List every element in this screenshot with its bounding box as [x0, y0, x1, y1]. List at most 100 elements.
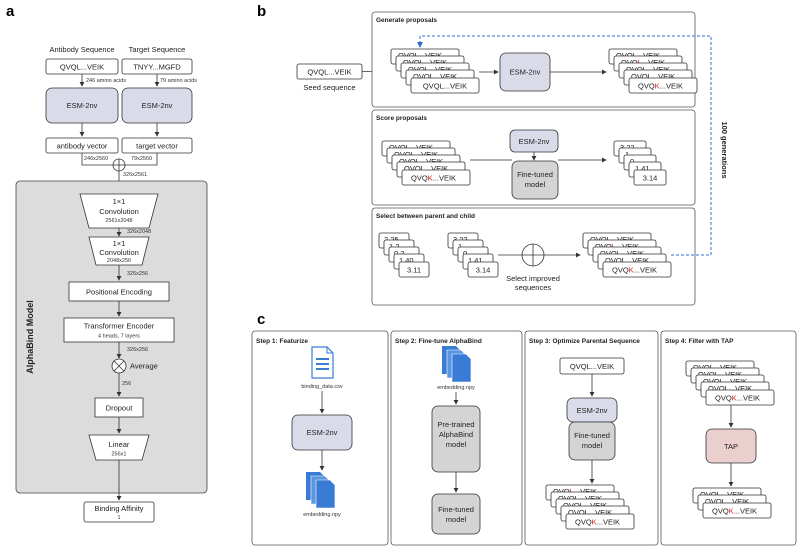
- step2-embedding-icon: [442, 346, 472, 383]
- pretrained-box: [431, 405, 481, 473]
- panel-b-label: b: [257, 3, 266, 20]
- generate-proposals-title: Generate proposals: [376, 17, 437, 24]
- score-esm-label: ESM-2nv: [519, 137, 550, 146]
- tap-label: TAP: [724, 442, 738, 451]
- select-label-1: Select improved: [506, 274, 560, 283]
- score-finetuned-box: [511, 160, 559, 200]
- svg-text:1.41: 1.41: [635, 164, 650, 173]
- esm-left-label: ESM-2nv: [67, 101, 98, 110]
- alphabind-model-label: AlphaBind Model: [25, 300, 35, 374]
- select-title: Select between parent and child: [376, 213, 475, 220]
- binding-affinity-label: Binding Affinity: [94, 504, 143, 513]
- svg-text:QVQL...VEIK: QVQL...VEIK: [408, 65, 452, 74]
- antibody-len: 246 amino acids: [86, 78, 126, 84]
- gen-esm-label: ESM-2nv: [510, 68, 541, 77]
- dim-concat: 326x2561: [123, 172, 147, 178]
- svg-text:QVQL...VEIK: QVQL...VEIK: [621, 58, 665, 67]
- svg-text:QVQL...VEIK: QVQL...VEIK: [399, 157, 443, 166]
- transformer-out: 326x256: [127, 347, 148, 353]
- transformer-sub: 4 heads, 7 layers: [98, 334, 140, 340]
- step1-embedding-label: embedding.npy: [303, 512, 341, 518]
- step2-embedding-label: embedding.npy: [437, 385, 475, 391]
- child-scores-stack: 3.22 1 0 1.41 3.14: [447, 232, 499, 278]
- step2-finetuned-box: [431, 493, 481, 535]
- svg-text:QVQL...VEIK: QVQL...VEIK: [394, 150, 438, 159]
- linear-block: [88, 434, 150, 461]
- svg-text:QVQL...VEIK: QVQL...VEIK: [558, 494, 602, 503]
- conv2-name: Convolution: [99, 248, 139, 257]
- svg-text:QVQK...VEIK: QVQK...VEIK: [612, 266, 657, 275]
- svg-text:QVQL...VEIK: QVQL...VEIK: [708, 384, 752, 393]
- score-input-stack: QVQL...VEIK QVQL...VEIK QVQL...VEIK QVQL…: [381, 140, 471, 186]
- antibody-seq-title: Antibody Sequence: [49, 45, 114, 54]
- svg-text:1.2: 1.2: [389, 242, 399, 251]
- svg-text:Fine-tuned: Fine-tuned: [438, 505, 474, 514]
- target-len: 79 amino acids: [160, 78, 197, 84]
- svg-text:0.2: 0.2: [394, 249, 404, 258]
- parent-scores-stack: 2.25 1.2 0.2 1.40 3.11: [378, 232, 430, 278]
- svg-text:3.22: 3.22: [620, 143, 635, 152]
- svg-text:QVQL...VEIK: QVQL...VEIK: [631, 72, 675, 81]
- svg-text:3.14: 3.14: [643, 174, 658, 183]
- conv1-name: Convolution: [99, 207, 139, 216]
- transformer-label: Transformer Encoder: [84, 322, 155, 331]
- score-output-stack: 3.22 1 0 1.41 3.14: [613, 140, 667, 186]
- target-seq-text: TNYY...MGFD: [133, 63, 181, 72]
- average-label: Average: [130, 362, 158, 371]
- svg-text:model: model: [446, 440, 467, 449]
- average-out: 256: [122, 381, 131, 387]
- svg-text:QVQL...VEIK: QVQL...VEIK: [423, 82, 467, 91]
- parent-seq-text: QVQL...VEIK: [570, 362, 614, 371]
- svg-text:QVQL...VEIK: QVQL...VEIK: [703, 377, 747, 386]
- step1-title: Step 1: Featurize: [256, 338, 308, 345]
- transformer-box: [63, 317, 175, 343]
- linear-dim: 256x1: [112, 452, 127, 458]
- linear-label: Linear: [109, 440, 130, 449]
- conv1-dim: 2561x2048: [105, 218, 132, 224]
- conv2-out: 326x256: [127, 271, 148, 277]
- svg-text:2.25: 2.25: [384, 235, 399, 244]
- svg-text:0: 0: [630, 157, 634, 166]
- svg-text:1: 1: [458, 242, 462, 251]
- conv1-title: 1×1: [113, 197, 126, 206]
- score-finetuned-label-1: Fine-tuned: [517, 170, 553, 179]
- svg-text:QVQL...VEIK: QVQL...VEIK: [700, 490, 744, 499]
- step4-title: Step 4: Filter with TAP: [665, 338, 734, 345]
- step1-esm-label: ESM-2nv: [307, 428, 338, 437]
- svg-text:QVQL...VEIK: QVQL...VEIK: [553, 487, 597, 496]
- dropout-label: Dropout: [106, 404, 134, 413]
- svg-text:Pre-trained: Pre-trained: [437, 420, 474, 429]
- seed-seq-label: Seed sequence: [303, 83, 355, 92]
- generation-loop-arrow: [417, 35, 712, 256]
- svg-text:QVQL...VEIK: QVQL...VEIK: [403, 58, 447, 67]
- svg-text:QVQL...VEIK: QVQL...VEIK: [398, 51, 442, 60]
- svg-text:Fine-tuned: Fine-tuned: [574, 431, 610, 440]
- step2-title: Step 2: Fine-tune AlphaBind: [395, 338, 482, 345]
- svg-text:QVQL...VEIK: QVQL...VEIK: [616, 51, 660, 60]
- svg-text:QVQL...VEIK: QVQL...VEIK: [404, 164, 448, 173]
- svg-text:3.22: 3.22: [453, 235, 468, 244]
- antibody-seq-text: QVQL...VEIK: [60, 63, 104, 72]
- conv2-block: [88, 236, 150, 266]
- positional-encoding-label: Positional Encoding: [86, 288, 152, 297]
- select-output-stack: QVQL...VEIK QVQL...VEIK QVQL...VEIK QVQL…: [582, 232, 672, 278]
- panel-a-label: a: [6, 3, 15, 20]
- svg-text:1.41: 1.41: [468, 256, 483, 265]
- embedding-files-icon: [306, 472, 336, 509]
- svg-text:AlphaBind: AlphaBind: [439, 430, 473, 439]
- select-label-2: sequences: [515, 283, 552, 292]
- svg-text:QVQK...VEIK: QVQK...VEIK: [712, 507, 757, 516]
- gen-input-stack: QVQL...VEIK QVQL...VEIK QVQL...VEIK QVQL…: [390, 48, 480, 94]
- conv2-dim: 2048x256: [107, 258, 131, 264]
- svg-text:QVQL...VEIK: QVQL...VEIK: [600, 249, 644, 258]
- conv1-block: [79, 193, 159, 229]
- svg-text:model: model: [582, 441, 603, 450]
- svg-text:QVQL...VEIK: QVQL...VEIK: [698, 370, 742, 379]
- svg-text:QVQL...VEIK: QVQL...VEIK: [563, 501, 607, 510]
- svg-text:3.11: 3.11: [407, 266, 421, 275]
- score-proposals-title: Score proposals: [376, 115, 427, 122]
- svg-text:QVQK...VEIK: QVQK...VEIK: [715, 394, 760, 403]
- csv-file-icon: [311, 346, 334, 379]
- dim-tg: 79x2560: [131, 156, 152, 162]
